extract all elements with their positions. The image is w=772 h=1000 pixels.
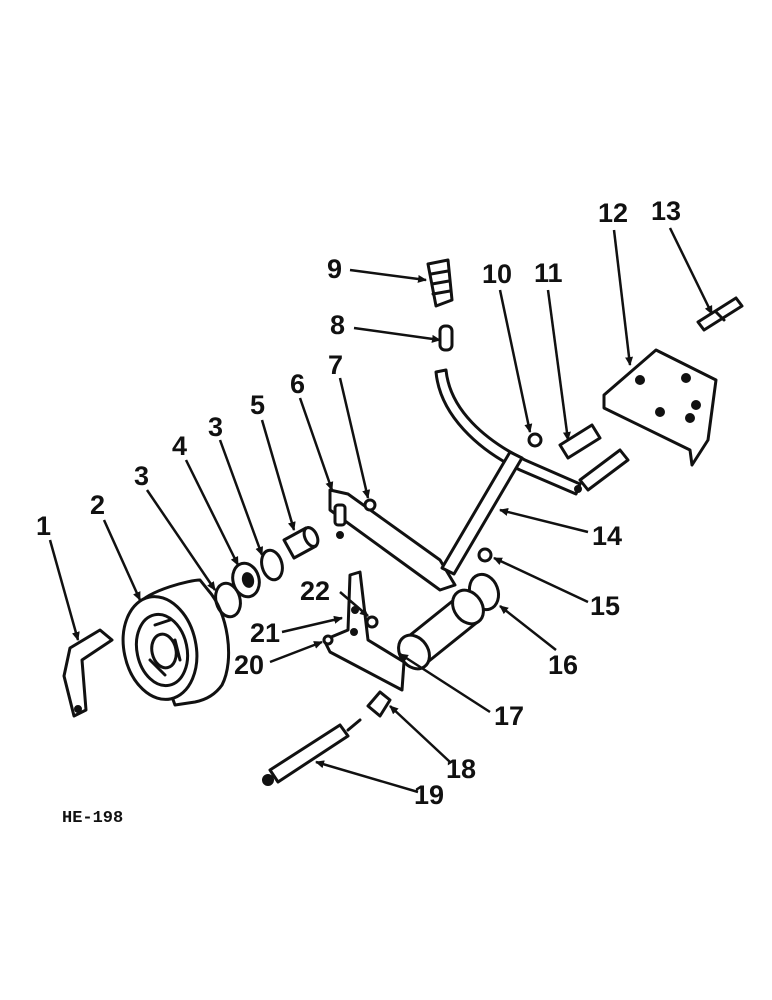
callout-17: 17 <box>494 701 524 731</box>
callout-1: 1 <box>36 511 51 541</box>
part-2-pulley <box>121 578 231 707</box>
part-17-pivot-tube <box>397 588 485 671</box>
callout-16: 16 <box>548 650 578 680</box>
callout-8: 8 <box>330 310 345 340</box>
part-13-bolt <box>696 296 744 332</box>
part-3-snap-ring-left <box>214 581 242 619</box>
callout-12: 12 <box>598 198 628 228</box>
part-5-bushing <box>282 526 320 560</box>
callout-4: 4 <box>172 431 187 461</box>
callout-13: 13 <box>651 196 681 226</box>
part-4-bearing <box>231 561 261 599</box>
part-1-bracket <box>62 628 114 718</box>
callout-6: 6 <box>290 369 305 399</box>
callout-18: 18 <box>446 754 476 784</box>
part-15-nut <box>477 547 493 563</box>
drawing-code: HE-198 <box>62 809 123 828</box>
callout-11: 11 <box>534 258 563 288</box>
part-6-plate <box>328 488 457 592</box>
callout-14: 14 <box>592 521 622 551</box>
callout-9: 9 <box>327 254 342 284</box>
part-9-grip <box>426 258 454 308</box>
part-18-bushing <box>366 690 392 718</box>
part-19-pin <box>262 718 362 786</box>
callout-15: 15 <box>590 591 620 621</box>
callout-19: 19 <box>414 780 444 810</box>
part-3-snap-ring-right <box>260 548 284 582</box>
callout-labels: 1 2 3 4 3 5 6 7 8 9 10 11 12 13 14 15 16… <box>36 196 681 810</box>
callout-22: 22 <box>300 576 330 606</box>
part-10-nut <box>527 432 543 448</box>
callout-7: 7 <box>328 350 343 380</box>
lower-arm-plate <box>322 570 406 692</box>
callout-2: 2 <box>90 490 105 520</box>
lever-arm <box>434 368 582 496</box>
part-14-shaft <box>440 448 630 576</box>
part-8-rod-end <box>438 324 454 352</box>
callout-21: 21 <box>250 618 280 648</box>
callout-5: 5 <box>250 390 265 420</box>
callout-3-left: 3 <box>134 461 149 491</box>
part-22-nut <box>365 615 379 629</box>
part-11-pin <box>558 423 602 460</box>
leader-lines <box>48 227 714 794</box>
part-12-mount-bracket <box>602 348 718 467</box>
callout-10: 10 <box>482 259 512 289</box>
callout-20: 20 <box>234 650 264 680</box>
part-7-nut <box>363 498 377 512</box>
part-20-washer <box>322 634 334 646</box>
callout-3-right: 3 <box>208 412 223 442</box>
